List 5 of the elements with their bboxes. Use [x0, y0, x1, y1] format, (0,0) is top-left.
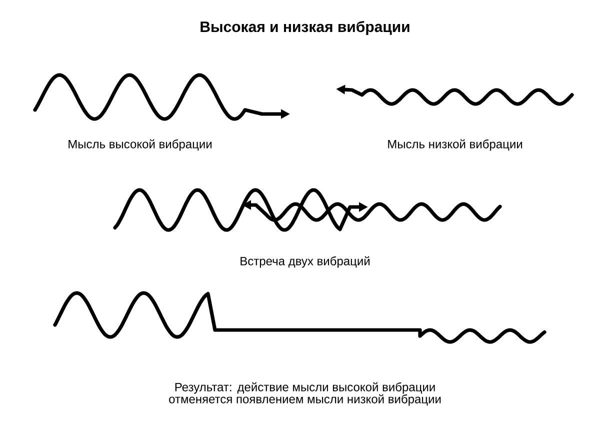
title: Высокая и низкая вибрации — [200, 20, 410, 36]
wave-label: Мысль низкой вибрации — [388, 139, 522, 151]
wave-label: Встреча двух вибраций — [240, 256, 370, 268]
caption: Результат: действие мысли высокой вибрации отменяется появлением мысли низкой вибрации — [169, 382, 441, 406]
wave-label: Мысль высокой вибрации — [68, 139, 212, 151]
